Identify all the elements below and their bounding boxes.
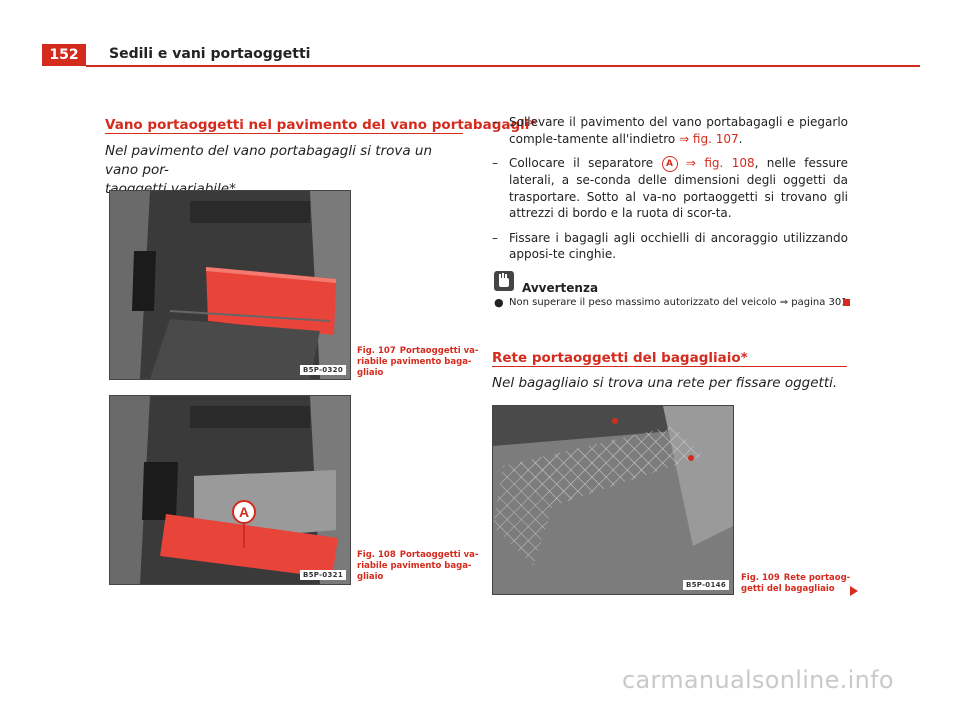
section-rule	[492, 366, 847, 367]
figure-label: Fig. 109	[741, 573, 780, 583]
figure-107-image: B5P-0320	[109, 190, 351, 380]
figure-label: Fig. 108	[357, 550, 396, 560]
caption-text: Portaoggetti va-	[399, 550, 479, 560]
note-hand-icon-glyph	[499, 273, 509, 287]
caption-text: riabile pavimento baga-	[357, 357, 472, 367]
image-code: B5P-0321	[299, 570, 346, 580]
trunk-illustration: A	[110, 396, 350, 584]
caption-text: gliaio	[357, 368, 384, 378]
step-dash: –	[492, 230, 498, 245]
step-text: , nelle fessure laterali, a se-conda del…	[509, 156, 848, 220]
step-item: – Fissare i bagagli agli occhielli di an…	[492, 230, 848, 263]
note-text: Non superare il peso massimo autorizzato…	[509, 297, 851, 308]
figure-ref-link[interactable]: ⇒ fig. 107	[679, 131, 739, 146]
trunk-net-illustration	[493, 406, 733, 594]
figure-108-image: A B5P-0321	[109, 395, 351, 585]
watermark: carmanualsonline.info	[622, 666, 894, 694]
trunk-illustration	[110, 191, 350, 379]
step-item: – Sollevare il pavimento del vano portab…	[492, 114, 848, 147]
caption-text: gliaio	[357, 572, 384, 582]
caption-text: riabile pavimento baga-	[357, 561, 472, 571]
step-dash: –	[492, 156, 498, 170]
step-text: Sollevare il pavimento del vano portabag…	[509, 115, 848, 146]
step-text: Collocare il separatore	[509, 156, 662, 170]
header-rule	[86, 65, 920, 67]
note-hand-icon	[494, 271, 514, 291]
callout-a-icon: A	[661, 156, 678, 172]
image-code: B5P-0146	[682, 580, 729, 590]
step-item: – Collocare il separatore A ⇒ fig. 108, …	[492, 155, 848, 222]
bullet-icon: ●	[494, 296, 504, 309]
page-number: 152	[42, 44, 86, 66]
figure-label: Fig. 107	[357, 346, 396, 356]
section-title-floor-storage: Vano portaoggetti nel pavimento del vano…	[105, 117, 537, 133]
caption-text: Portaoggetti va-	[399, 346, 479, 356]
arrow-right-icon	[850, 586, 858, 596]
caption-text: getti del bagagliaio	[741, 584, 835, 594]
step-text: .	[738, 131, 743, 146]
step-dash: –	[492, 115, 498, 129]
figure-109-image: B5P-0146	[492, 405, 734, 595]
header-title: Sedili e vani portaoggetti	[109, 46, 311, 62]
section-subtitle: Nel bagagliaio si trova una rete per fis…	[492, 375, 838, 391]
image-code: B5P-0320	[299, 365, 346, 375]
end-square-icon	[843, 299, 850, 306]
caption-text: Rete portaog-	[783, 573, 851, 583]
instruction-steps: – Sollevare il pavimento del vano portab…	[492, 114, 848, 271]
subtitle-line: Nel pavimento del vano portabagagli si t…	[105, 143, 433, 178]
step-text: Fissare i bagagli agli occhielli di anco…	[509, 230, 848, 262]
section-title-trunk-net: Rete portaoggetti del bagagliaio*	[492, 350, 748, 366]
note-title: Avvertenza	[522, 281, 599, 295]
figure-ref-link[interactable]: ⇒ fig. 108	[677, 156, 755, 170]
callout-a-label: A	[239, 504, 249, 520]
section-rule	[105, 133, 463, 134]
